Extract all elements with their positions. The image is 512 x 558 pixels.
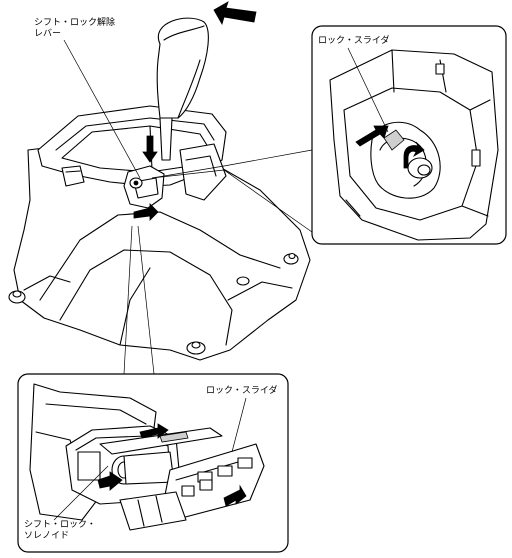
label-solenoid: シフト・ロック・ ソレノイド <box>24 520 96 542</box>
leader-lock-slider-lower <box>231 397 247 453</box>
leader-release-lever <box>63 39 141 179</box>
label-solenoid-line1: シフト・ロック・ <box>24 520 96 530</box>
leader-solenoid <box>53 465 109 521</box>
leader-lock-slider-upper <box>347 47 389 133</box>
leader-upper-inset <box>151 149 313 179</box>
label-lock-slider-lower: ロック・スライダ <box>206 386 278 396</box>
label-release-lever-line2: レバー <box>34 29 62 39</box>
shift-lever-assembly <box>8 17 311 361</box>
leader-upper-inset-b <box>151 169 313 233</box>
label-release-lever-line1: シフト・ロック解除 <box>34 18 116 28</box>
label-solenoid-line2: ソレノイド <box>24 531 70 541</box>
lower-detail-inset <box>17 373 289 553</box>
upper-detail-inset <box>311 25 507 245</box>
front-direction-arrow <box>213 1 257 26</box>
label-release-lever: シフト・ロック解除 レバー <box>34 18 115 40</box>
label-lock-slider-upper: ロック・スライダ <box>318 36 390 46</box>
leader-lower-inset-a <box>123 225 133 375</box>
leader-lower-inset-b <box>137 225 155 375</box>
